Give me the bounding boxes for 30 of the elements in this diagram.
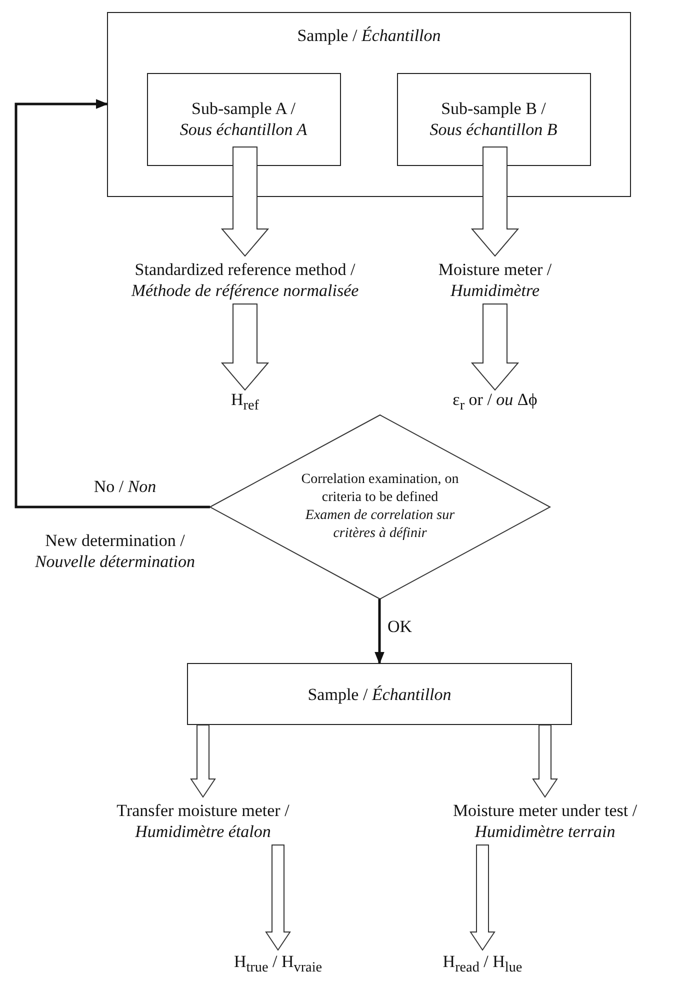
node-text: Sub-sample B / Sous échantillon B xyxy=(428,98,558,140)
note-text: New determination / Nouvelle détermination xyxy=(34,530,196,572)
node-text: ε$_{r}$ or / ou Δϕ xyxy=(452,389,538,416)
hollow-arrow xyxy=(470,304,520,391)
process-box xyxy=(146,72,340,166)
hollow-arrow xyxy=(220,146,270,257)
node-text: Standardized reference method / Méthode de référence normalisée xyxy=(130,259,360,301)
process-box xyxy=(187,663,572,725)
node-text: Moisture meter under test / Humidimètre terrain xyxy=(452,800,638,842)
node-text: Moisture meter / Humidimètre xyxy=(437,259,553,301)
process-box xyxy=(107,12,631,197)
node-text: H$_{true}$ / H$_{vraie}$ xyxy=(234,951,322,978)
edge-label: No / Non xyxy=(94,476,156,497)
hollow-arrow xyxy=(532,724,558,798)
node-text: Sample / Échantillon xyxy=(297,25,441,46)
node-text: Sample / Échantillon xyxy=(308,684,452,704)
node-text: Correlation examination, on criteria to be defined Examen de correlation sur critères à définir xyxy=(300,471,460,543)
hollow-arrow xyxy=(220,304,270,391)
node-text: Transfer moisture meter / Humidimètre étalon xyxy=(116,800,290,842)
node-text: Sub-sample A / Sous échantillon A xyxy=(178,98,308,140)
hollow-arrow xyxy=(265,844,291,951)
node-text: H$_{ref}$ xyxy=(231,389,259,416)
hollow-arrow xyxy=(470,844,496,951)
hollow-arrow xyxy=(470,146,520,257)
hollow-arrow xyxy=(190,724,216,798)
arrow xyxy=(374,599,384,664)
process-box xyxy=(396,72,590,166)
arrow xyxy=(14,99,210,508)
edge-label: OK xyxy=(388,616,412,637)
node-text: H$_{read}$ / H$_{lue}$ xyxy=(442,951,522,978)
